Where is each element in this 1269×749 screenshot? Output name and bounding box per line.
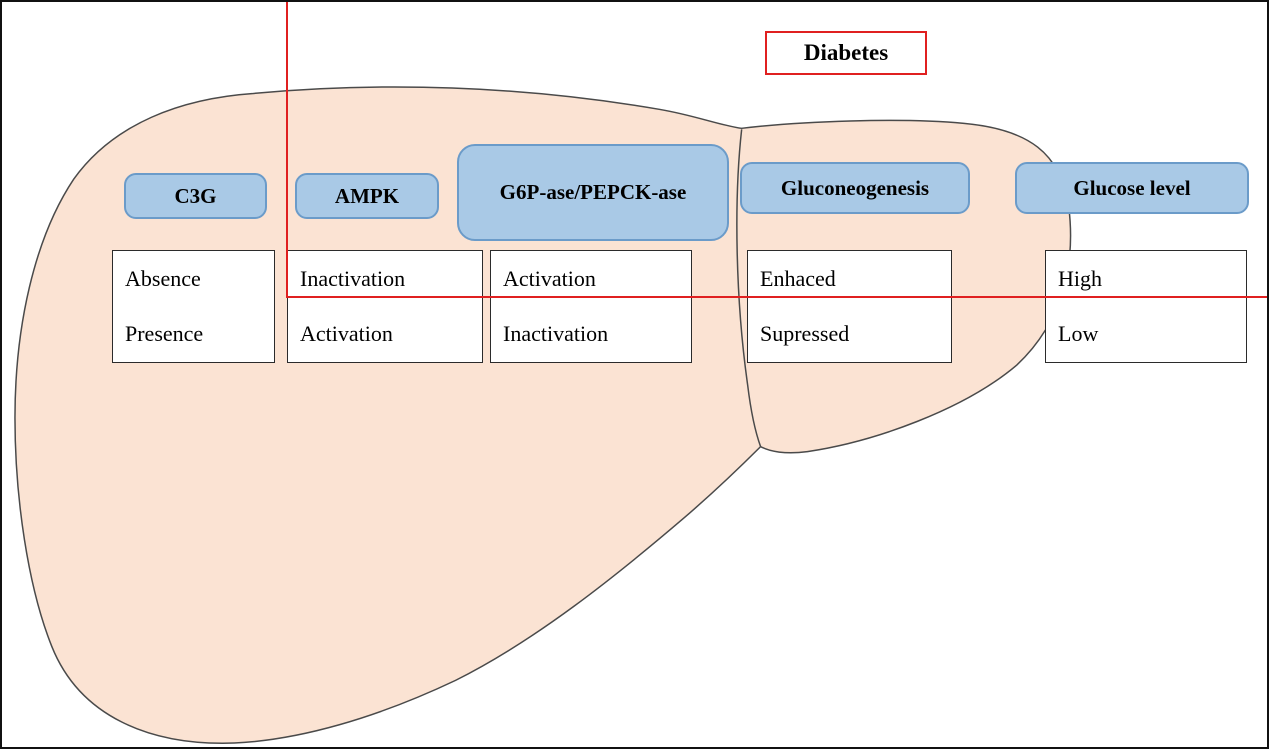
- pathway-node-g6pase-pepckase: G6P-ase/PEPCK-ase: [457, 144, 729, 241]
- state-cell: Supressed: [760, 321, 850, 347]
- liver-lobe-divider-line: [736, 129, 762, 447]
- state-cell: Absence: [125, 265, 201, 291]
- state-cell: Presence: [125, 321, 204, 347]
- pathway-node-label: AMPK: [334, 183, 400, 208]
- pathway-node-label: C3G: [174, 183, 217, 208]
- pathway-node-label: Gluconeogenesis: [780, 175, 930, 200]
- state-table-c3g: Absence Presence: [112, 250, 275, 363]
- pathway-node-c3g: C3G: [124, 173, 267, 219]
- red-connector-vertical-line: [286, 2, 288, 298]
- state-table-glucose-level: High Low: [1045, 250, 1247, 363]
- state-cell: Inactivation: [300, 265, 406, 291]
- state-cell: Activation: [300, 321, 393, 347]
- red-connector-horizontal-line: [286, 296, 1267, 298]
- pathway-node-label: G6P-ase/PEPCK-ase: [499, 179, 687, 204]
- state-cell: Activation: [503, 265, 596, 291]
- pathway-node-label: Glucose level: [1073, 175, 1191, 200]
- pathway-node-gluconeogenesis: Gluconeogenesis: [740, 162, 970, 214]
- state-cell: Low: [1058, 321, 1099, 347]
- pathway-node-ampk: AMPK: [295, 173, 439, 219]
- state-cell: Enhaced: [760, 265, 836, 291]
- diabetes-label: Diabetes: [803, 40, 889, 65]
- pathway-node-glucose-level: Glucose level: [1015, 162, 1249, 214]
- state-table-ampk: Inactivation Activation: [287, 250, 483, 363]
- state-table-g6pase-pepckase: Activation Inactivation: [490, 250, 692, 363]
- state-table-gluconeogenesis: Enhaced Supressed: [747, 250, 952, 363]
- state-cell: Inactivation: [503, 321, 609, 347]
- state-cell: High: [1058, 265, 1102, 291]
- diabetes-label-box: Diabetes: [765, 31, 927, 75]
